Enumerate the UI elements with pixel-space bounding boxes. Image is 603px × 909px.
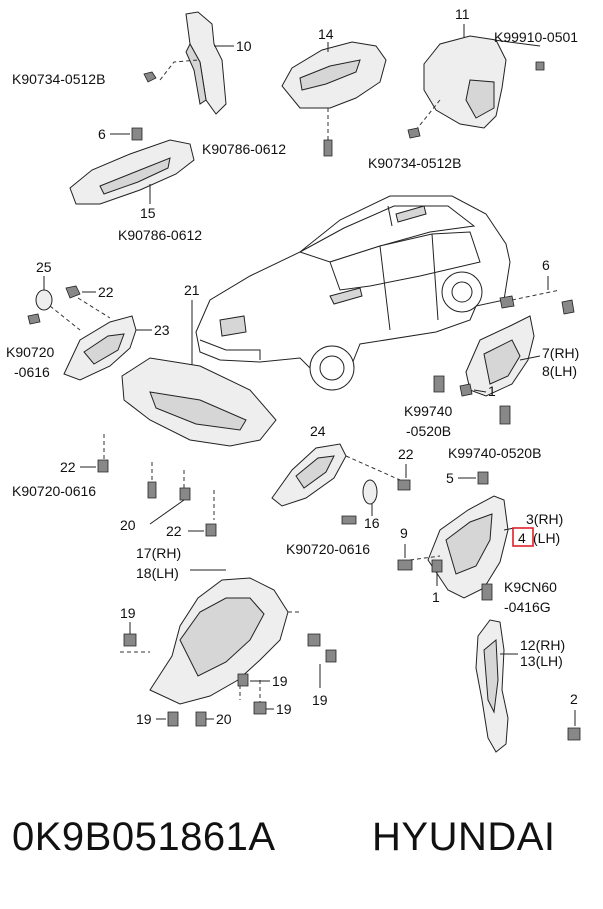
part-25-cap: [35, 276, 53, 311]
label-20-lower: 20: [216, 711, 232, 727]
label-19-c: 19: [272, 673, 288, 689]
bolt-k90720-center: [341, 515, 357, 525]
label-6-right: 6: [542, 257, 550, 273]
label-k90734-0512b-right: K90734-0512B: [368, 155, 461, 171]
part-23-bracket: [49, 297, 152, 381]
part-21-shield: [103, 300, 277, 520]
clip-1-right: [459, 383, 487, 397]
label-0520b: -0520B: [406, 423, 451, 439]
clip-1-lower: [431, 559, 443, 586]
label-22-left: 22: [60, 459, 76, 475]
label-k90786-0612-left: K90786-0612: [118, 227, 202, 243]
clip-20-left: [149, 487, 191, 525]
clip-19-c: [237, 673, 270, 687]
label-11: 11: [455, 6, 470, 22]
label-16: 16: [364, 515, 380, 531]
label-24: 24: [310, 423, 326, 439]
label-21: 21: [184, 282, 200, 298]
label-25: 25: [36, 259, 52, 275]
car-outline: [195, 195, 511, 391]
bolt-k99740-a: [433, 375, 445, 393]
parts-diagram: 10 K90734-0512B 14 K90786-0612 11 K99910…: [6, 6, 581, 753]
label-14: 14: [318, 26, 334, 42]
label-18lh: 18(LH): [136, 565, 179, 581]
label-19-b: 19: [312, 692, 328, 708]
clip-20-lower: [195, 711, 214, 727]
label-1-top: 1: [488, 383, 496, 399]
label-15: 15: [140, 205, 156, 221]
clip-22-top: [65, 285, 96, 299]
highlight-part-4: [512, 527, 534, 547]
clip-2: [567, 710, 581, 741]
bolt-k90734-left: [143, 71, 157, 83]
clip-22-lower: [188, 523, 217, 537]
label-k99740: K99740: [404, 403, 452, 419]
label-20-top: 20: [120, 517, 136, 533]
label-6-top: 6: [98, 126, 106, 142]
label-19-a: 19: [120, 605, 136, 621]
label-k90720-0616-right: K90720-0616: [286, 541, 370, 557]
label-0416g: -0416G: [504, 599, 551, 615]
clip-19-a: [123, 622, 137, 647]
bolt-k99740-b: [499, 405, 511, 425]
label-19-e: 19: [136, 711, 152, 727]
bolt-k90786-center: [323, 139, 333, 157]
label-1-lower: 1: [432, 589, 440, 605]
clip-19-b: [307, 633, 337, 688]
label-9: 9: [400, 525, 408, 541]
label-17rh: 17(RH): [136, 545, 181, 561]
label-10: 10: [236, 38, 252, 54]
part-number: 0K9B051861A: [12, 815, 276, 859]
label-4: 4: [518, 530, 526, 546]
label-2: 2: [570, 691, 578, 707]
bolt-k9cn60: [481, 583, 493, 601]
label-19-d: 19: [276, 701, 292, 717]
part-15-insulator: [69, 139, 195, 205]
label-22-top: 22: [98, 284, 114, 300]
label-k99910-0501: K99910-0501: [494, 29, 578, 45]
label-k99740-0520b-full: K99740-0520B: [448, 445, 541, 461]
label-k90786-0612-top: K90786-0612: [202, 141, 286, 157]
part-10-bracket: [159, 11, 234, 115]
clip-22-right: [397, 464, 411, 491]
part-12-13-guard: [475, 619, 518, 753]
label-22-lower: 22: [166, 523, 182, 539]
label-0616-a: -0616: [14, 364, 50, 380]
part-17-18-fender: [120, 569, 300, 708]
label-k90720-0616-left: K90720-0616: [12, 483, 96, 499]
bolt-k90720-lower: [147, 481, 157, 499]
label-22-right: 22: [398, 446, 414, 462]
label-7rh: 7(RH): [542, 345, 579, 361]
label-k9cn60: K9CN60: [504, 579, 557, 595]
bolt-k90720-left: [27, 313, 41, 325]
part-3-4-guard: [409, 471, 515, 599]
label-12rh: 12(RH): [520, 637, 565, 653]
label-8lh: 8(LH): [542, 363, 577, 379]
clip-22-left: [80, 459, 109, 473]
brand-name: HYUNDAI: [372, 815, 556, 859]
clip-19-d: [253, 701, 274, 715]
bolt-9: [397, 544, 413, 571]
part-24-bracket: [271, 443, 401, 516]
label-23: 23: [154, 322, 170, 338]
label-4lh: (LH): [533, 530, 560, 546]
label-k90734-0512b-top: K90734-0512B: [12, 71, 105, 87]
clip-6-top: [110, 127, 143, 141]
part-14-cover: [281, 41, 387, 140]
clip-k99910: [535, 61, 545, 71]
bolt-k90734-right: [407, 127, 421, 139]
label-k90720-a: K90720: [6, 344, 54, 360]
label-13lh: 13(LH): [520, 653, 563, 669]
label-5: 5: [446, 470, 454, 486]
label-3rh: 3(RH): [526, 511, 563, 527]
part-11-housing: [415, 24, 541, 131]
clip-19-e: [156, 711, 179, 727]
part-7-8-guard: [465, 276, 575, 397]
